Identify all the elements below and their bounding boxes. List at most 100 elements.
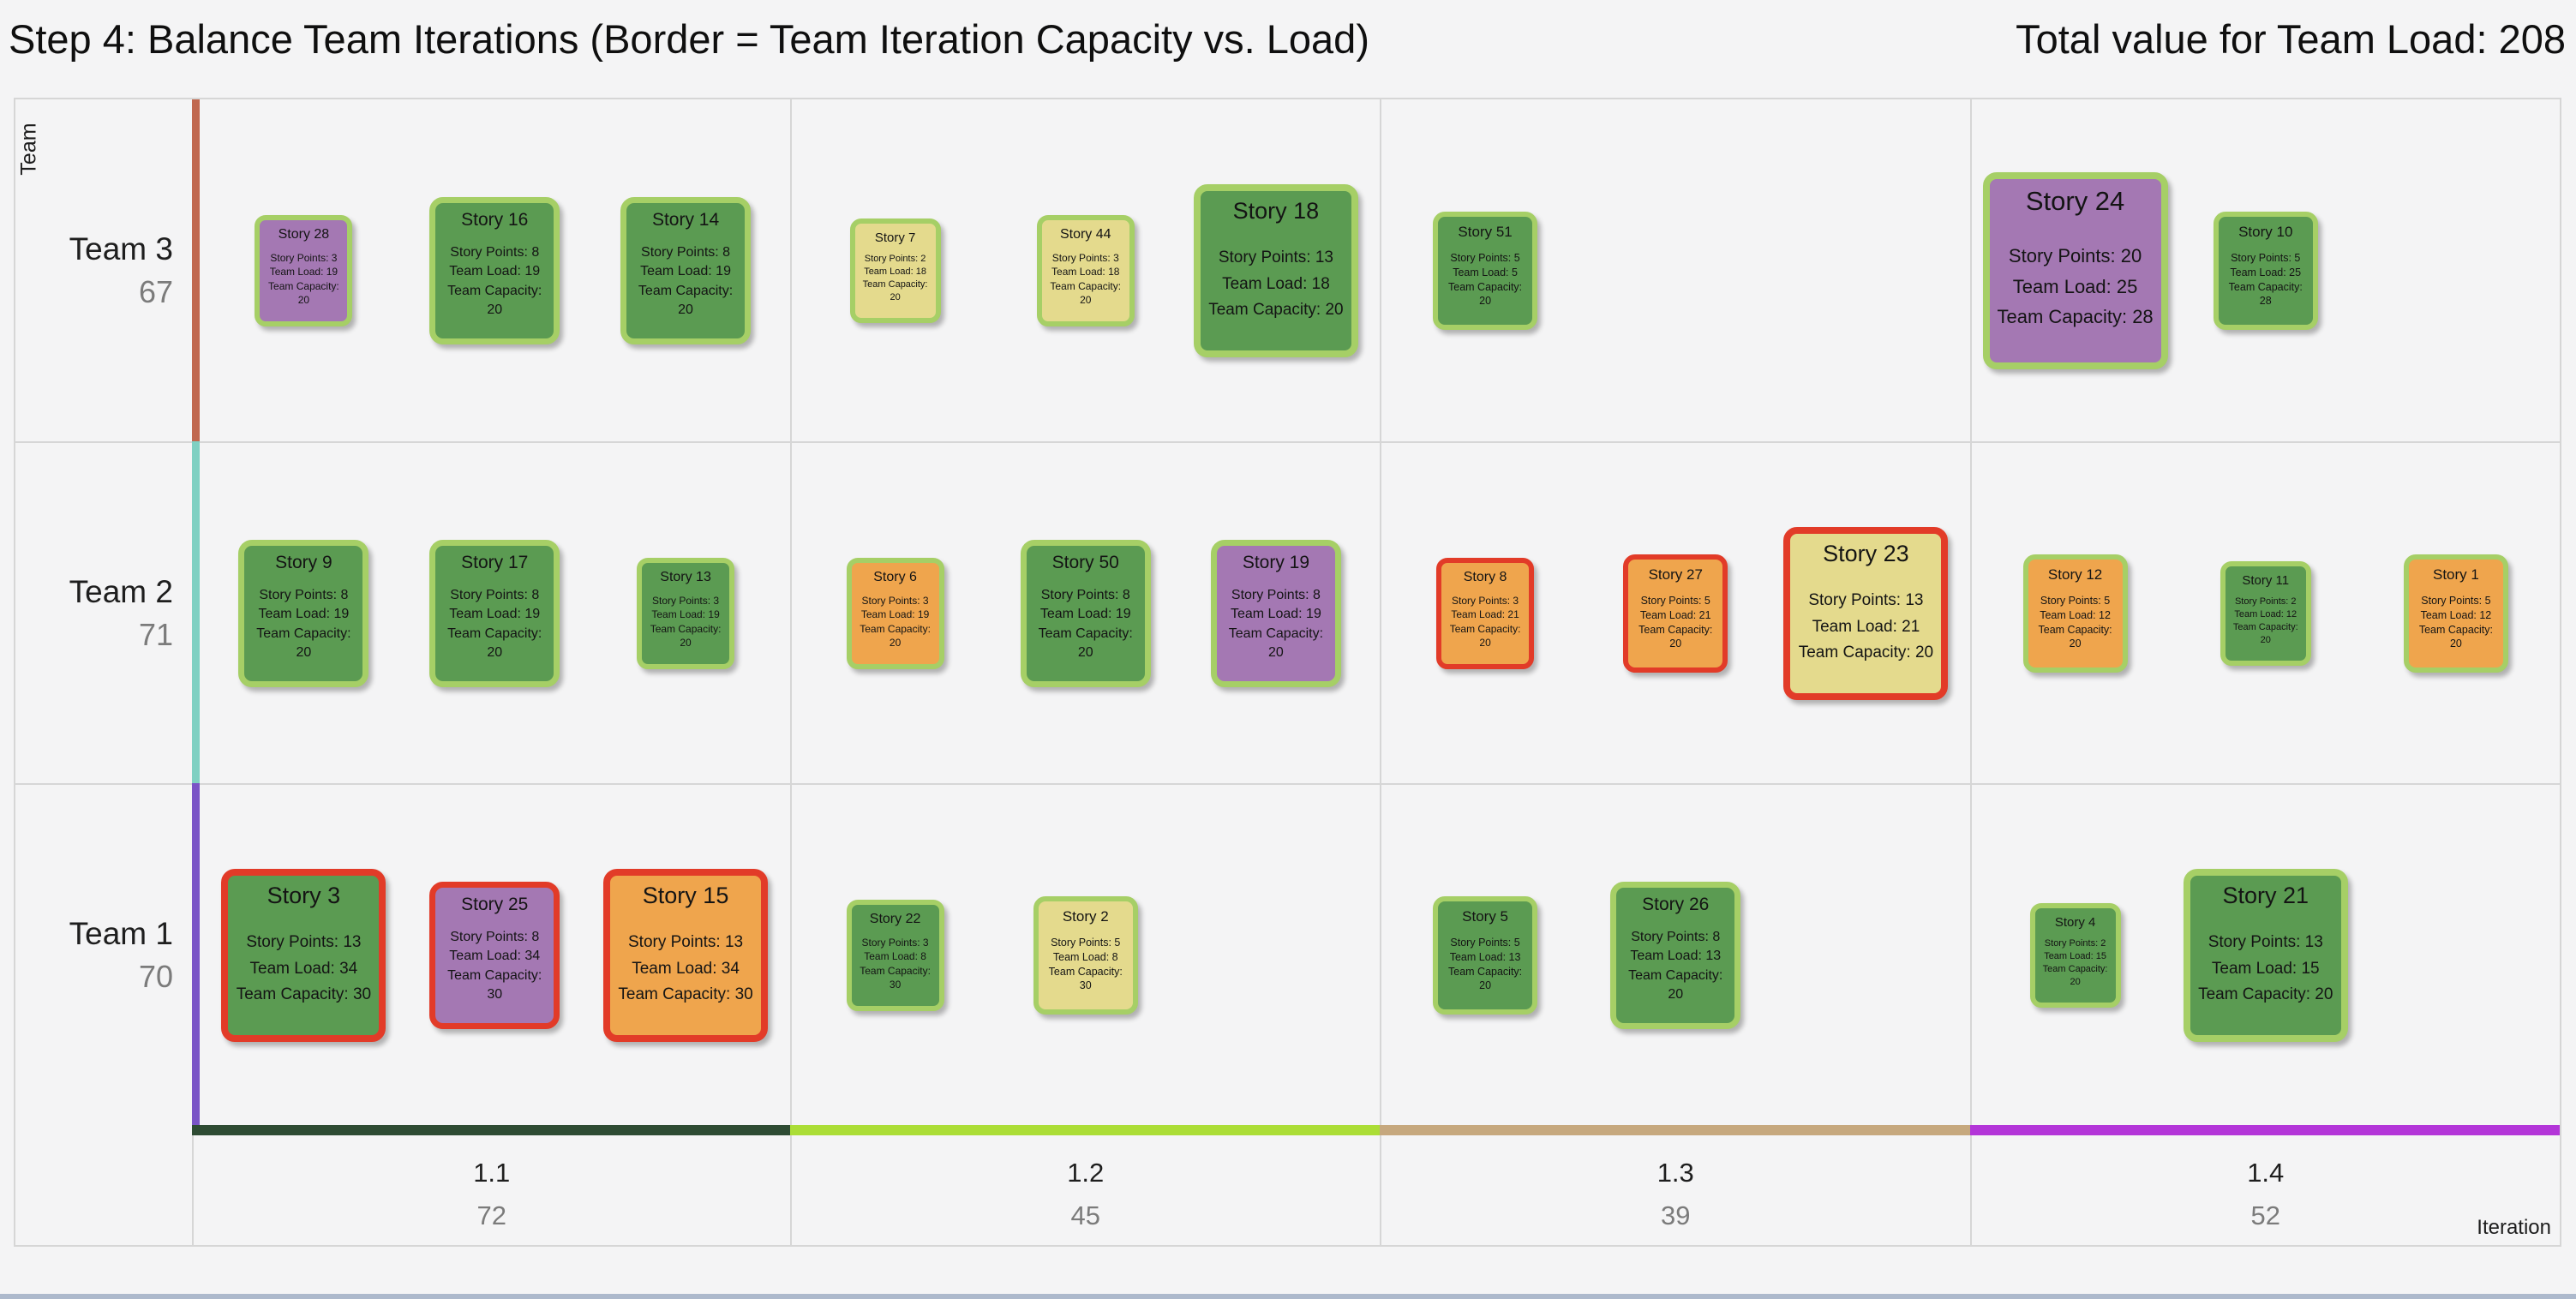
- team-name: Team 2: [69, 573, 173, 609]
- story-card-title: Story 18: [1232, 197, 1320, 224]
- story-card-points-line: Story Points: 2: [2044, 938, 2106, 949]
- iteration-accent-bar: [192, 1125, 790, 1135]
- story-card-load-line: Team Load: 12: [2040, 608, 2111, 621]
- story-card-load-line: Team Load: 19: [269, 266, 338, 278]
- story-card-points-line: Story Points: 13: [2208, 933, 2323, 952]
- story-card-capacity-line: Team Capacity: 30: [618, 985, 753, 1004]
- story-card-load-line: Team Load: 19: [449, 264, 541, 279]
- story-card-load-line: Team Load: 12: [2420, 608, 2492, 621]
- story-card-points-line: Story Points: 5: [2231, 251, 2301, 264]
- story-card-capacity-line: Team Capacity: 20: [650, 622, 722, 649]
- story-card-capacity-line: Team Capacity: 30: [236, 985, 372, 1004]
- story-card-title: Story 19: [1242, 552, 1310, 572]
- team-name: Team 1: [69, 915, 173, 951]
- story-card-load-line: Team Load: 19: [258, 607, 350, 622]
- strip-gutter: [15, 1135, 192, 1245]
- story-card-points-line: Story Points: 20: [2008, 245, 2142, 267]
- team-load-value: 70: [138, 958, 173, 994]
- story-card-points-line: Story Points: 5: [1450, 936, 1520, 949]
- story-card-capacity-line: Team Capacity: 20: [1050, 279, 1122, 306]
- story-card-points-line: Story Points: 13: [1808, 591, 1924, 610]
- story-card-load-line: Team Load: 5: [1453, 266, 1518, 278]
- story-card-points-line: Story Points: 13: [628, 933, 744, 952]
- story-card-load-line: Team Load: 34: [249, 959, 358, 978]
- story-card-capacity-line: Team Capacity: 30: [1048, 965, 1123, 992]
- story-card-load-line: Team Load: 13: [1630, 949, 1722, 964]
- story-card-points-line: Story Points: 3: [1452, 595, 1519, 608]
- y-axis-title: Team: [16, 123, 41, 176]
- story-card-points-line: Story Points: 13: [1218, 248, 1333, 267]
- story-card-load-line: Team Load: 15: [2211, 959, 2320, 978]
- iteration-accent-bar: [1380, 1125, 1970, 1135]
- story-card-title: Story 44: [1059, 226, 1111, 242]
- story-card-load-line: Team Load: 21: [1812, 617, 1920, 636]
- story-card-capacity-line: Team Capacity: 20: [1228, 626, 1324, 660]
- story-card-load-line: Team Load: 19: [651, 608, 720, 621]
- story-card-load-line: Team Load: 18: [1222, 274, 1330, 293]
- story-card-capacity-line: Team Capacity: 20: [2038, 623, 2112, 650]
- story-card-points-line: Story Points: 3: [270, 252, 338, 265]
- story-card-load-line: Team Load: 8: [864, 950, 926, 963]
- story-card-points-line: Story Points: 8: [450, 929, 540, 944]
- story-card-title: Story 24: [2025, 185, 2125, 216]
- iteration-load-value: 72: [476, 1200, 506, 1230]
- story-card-load-line: Team Load: 19: [1230, 607, 1321, 622]
- team-accent-bar: [192, 783, 200, 1125]
- story-card-points-line: Story Points: 8: [259, 587, 349, 602]
- story-card-title: Story 9: [275, 552, 332, 572]
- story-card-title: Story 10: [2238, 223, 2293, 240]
